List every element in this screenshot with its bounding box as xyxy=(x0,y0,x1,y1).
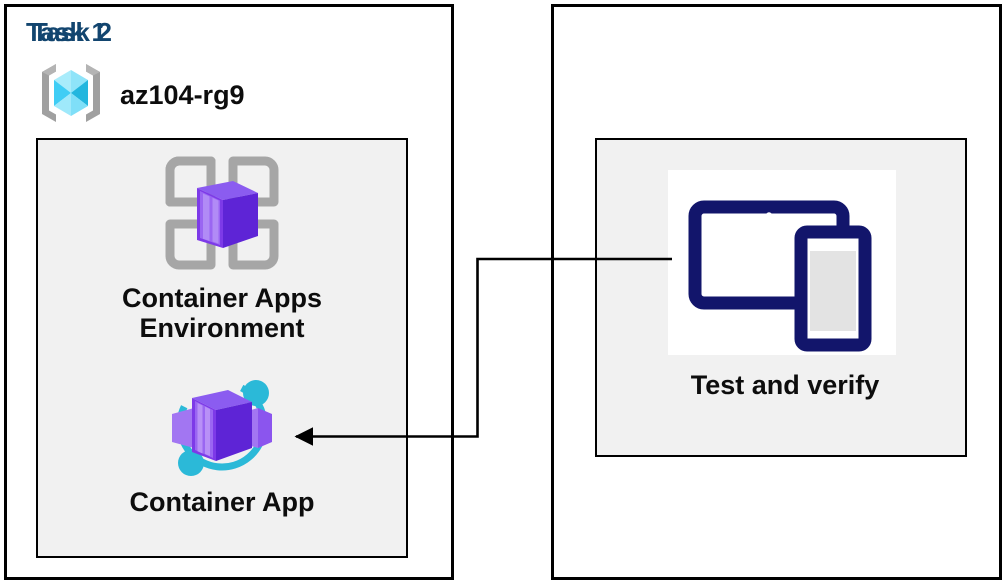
node-test-and-verify: Test and verify xyxy=(640,170,930,400)
task-1-title: Task 1 xyxy=(26,17,107,47)
container-apps-environment-caption: Container Apps Environment xyxy=(121,283,322,344)
node-container-app: Container App xyxy=(66,370,378,517)
node-container-apps-environment: Container Apps Environment xyxy=(66,152,378,343)
devices-tablet-phone-icon xyxy=(671,170,899,360)
resource-group-row: az104-rg9 xyxy=(32,58,245,133)
container-app-icon xyxy=(156,370,288,485)
container-app-caption: Container App xyxy=(129,487,315,517)
task-2-title: Task 2 xyxy=(32,17,113,47)
resource-group-label: az104-rg9 xyxy=(120,80,245,110)
test-and-verify-caption: Test and verify xyxy=(690,370,880,400)
resource-group-icon xyxy=(32,58,110,133)
container-apps-environment-icon xyxy=(161,152,283,279)
